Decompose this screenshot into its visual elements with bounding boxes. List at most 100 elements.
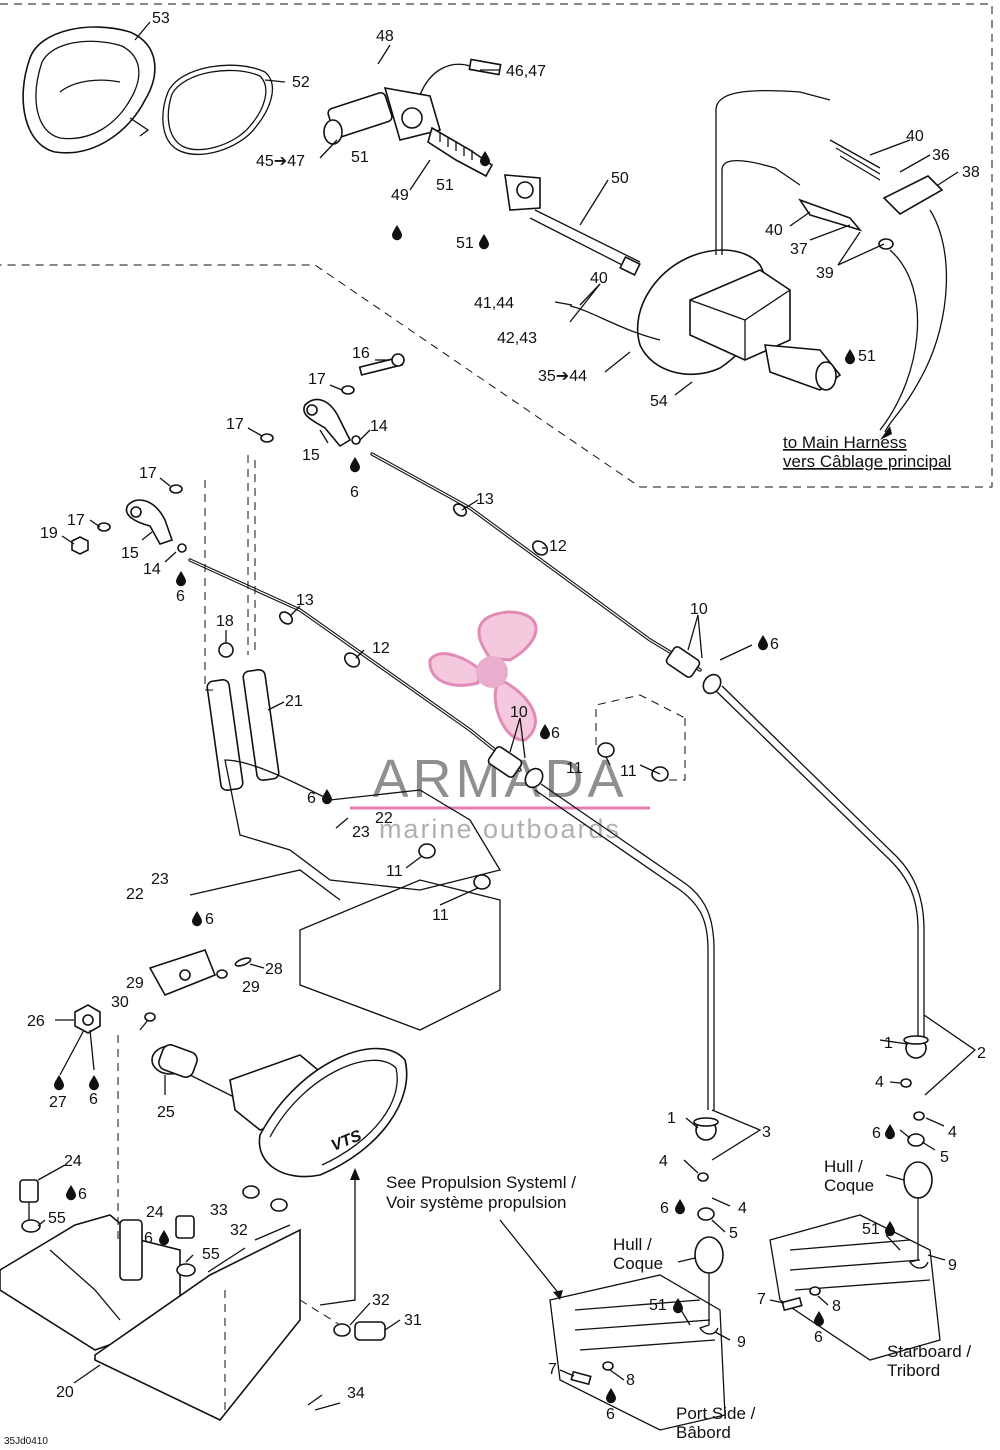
callout-19: 19 <box>40 525 58 542</box>
callout-51: 51 <box>456 235 474 252</box>
callout-7: 7 <box>548 1361 557 1378</box>
callout-17: 17 <box>139 465 157 482</box>
callout-48: 48 <box>376 28 394 45</box>
hull-label-port: Hull / <box>613 1235 652 1254</box>
figure-code: 35Jd0410 <box>4 1436 48 1447</box>
callout-6: 6 <box>350 484 359 501</box>
callout-24: 24 <box>146 1204 164 1221</box>
tribord-label: Tribord <box>887 1361 940 1380</box>
callout-11: 11 <box>386 863 403 880</box>
callout-9: 9 <box>737 1334 746 1351</box>
inset-boundary <box>0 3 993 488</box>
callout-6: 6 <box>144 1230 153 1247</box>
callout-55: 55 <box>48 1210 66 1227</box>
callout-20: 20 <box>56 1384 74 1401</box>
callout-9: 9 <box>948 1257 957 1274</box>
callout-4: 4 <box>875 1074 884 1091</box>
callout-50: 50 <box>611 170 629 187</box>
callout-39: 39 <box>816 265 834 282</box>
callout-14: 14 <box>370 418 388 435</box>
callout-17: 17 <box>226 416 244 433</box>
callout-11: 11 <box>620 763 637 780</box>
callout-49: 49 <box>391 187 409 204</box>
callout-51: 51 <box>351 149 369 166</box>
callout-24: 24 <box>64 1153 82 1170</box>
callout-51: 51 <box>649 1297 667 1314</box>
callout-22: 22 <box>375 810 393 827</box>
callout-14: 14 <box>143 561 161 578</box>
main-harness-note-en: to Main Harness <box>783 433 907 452</box>
callout-4: 4 <box>948 1124 957 1141</box>
callout-6: 6 <box>872 1125 881 1142</box>
callout-54: 54 <box>650 393 668 410</box>
callout-40: 40 <box>765 222 783 239</box>
callout-53: 53 <box>152 10 170 27</box>
port-side-label: Port Side / <box>676 1404 756 1423</box>
callout-37: 37 <box>790 241 808 258</box>
callout-6: 6 <box>78 1186 87 1203</box>
callout-28: 28 <box>265 961 283 978</box>
coque-label-starboard: Coque <box>824 1176 874 1195</box>
callout-33: 33 <box>210 1202 228 1219</box>
callout-10: 10 <box>510 704 528 721</box>
bracket-assembly <box>0 455 502 1421</box>
callout-6: 6 <box>606 1406 615 1423</box>
callout-4: 4 <box>738 1200 747 1217</box>
callout-23: 23 <box>352 824 370 841</box>
callout-5: 5 <box>940 1149 949 1166</box>
callout-45-47: 45➔47 <box>256 153 305 170</box>
actuator-assembly <box>22 26 948 440</box>
callout-32: 32 <box>230 1222 248 1239</box>
callout-51: 51 <box>862 1221 880 1238</box>
callout-18: 18 <box>216 613 234 630</box>
callout-17: 17 <box>308 371 326 388</box>
cable-assembly <box>71 353 925 1110</box>
callout-27: 27 <box>49 1094 67 1111</box>
callout-12: 12 <box>372 640 390 657</box>
callout-6: 6 <box>89 1091 98 1108</box>
callout-6: 6 <box>814 1329 823 1346</box>
callout-7: 7 <box>757 1291 766 1308</box>
callout-4: 4 <box>659 1153 668 1170</box>
callout-29: 29 <box>242 979 260 996</box>
callout-32: 32 <box>372 1292 390 1309</box>
callout-labels: 53 52 48 46,47 45➔47 51 49 51 50 51 40 3… <box>27 10 986 1423</box>
callout-41-44: 41,44 <box>474 295 514 312</box>
callout-22: 22 <box>126 886 144 903</box>
callout-31: 31 <box>404 1312 422 1329</box>
callout-26: 26 <box>27 1013 45 1030</box>
coque-label-port: Coque <box>613 1254 663 1273</box>
callout-15: 15 <box>121 545 139 562</box>
watermark-tagline: marine outboards <box>379 814 621 844</box>
watermark-propeller-logo <box>428 610 538 742</box>
callout-11: 11 <box>432 907 449 924</box>
callout-51: 51 <box>436 177 454 194</box>
callout-8: 8 <box>832 1298 841 1315</box>
callout-13: 13 <box>476 491 494 508</box>
callout-52: 52 <box>292 74 310 91</box>
callout-6: 6 <box>176 588 185 605</box>
callout-15: 15 <box>302 447 320 464</box>
callout-55: 55 <box>202 1246 220 1263</box>
propulsion-note-fr: Voir système propulsion <box>386 1193 566 1212</box>
callout-29: 29 <box>126 975 144 992</box>
callout-13: 13 <box>296 592 314 609</box>
starboard-label: Starboard / <box>887 1342 971 1361</box>
callout-34: 34 <box>347 1385 365 1402</box>
callout-10: 10 <box>690 601 708 618</box>
callout-40: 40 <box>906 128 924 145</box>
callout-17: 17 <box>67 512 85 529</box>
annotations: to Main Harness vers Câblage principal S… <box>4 433 971 1447</box>
callout-23: 23 <box>151 871 169 888</box>
callout-16: 16 <box>352 345 370 362</box>
callout-40: 40 <box>590 270 608 287</box>
callout-12: 12 <box>549 538 567 555</box>
callout-51: 51 <box>858 348 876 365</box>
callout-5: 5 <box>729 1225 738 1242</box>
callout-46-47: 46,47 <box>506 63 546 80</box>
callout-6: 6 <box>307 790 316 807</box>
hull-label-starboard: Hull / <box>824 1157 863 1176</box>
callout-3: 3 <box>762 1124 771 1141</box>
callout-11: 11 <box>566 760 583 777</box>
